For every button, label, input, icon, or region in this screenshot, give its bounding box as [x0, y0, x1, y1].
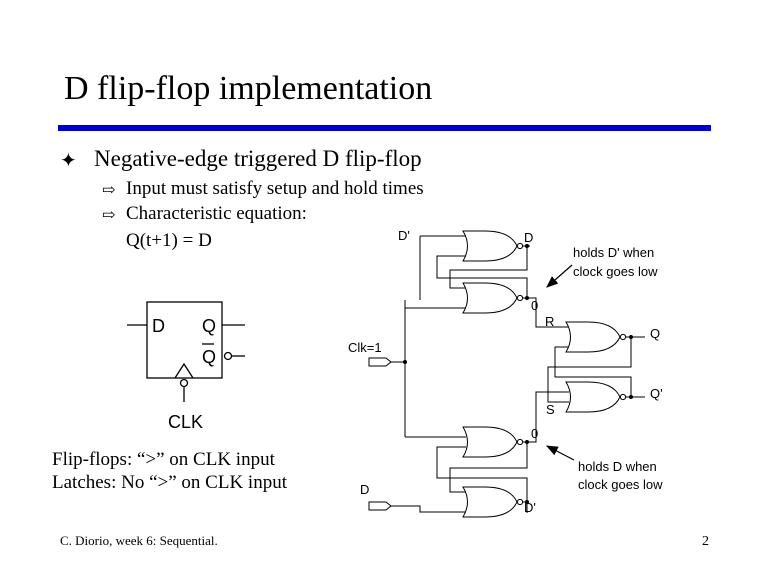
- characteristic-equation: Q(t+1) = D: [126, 230, 212, 251]
- dff-d-label: D: [152, 316, 165, 336]
- nor-gate-2: [462, 282, 518, 314]
- dff-symbol: [127, 301, 245, 402]
- clock-triangle-icon: [174, 362, 194, 379]
- note-top-line1: holds D' when: [573, 245, 654, 260]
- sub-bullet-arrow-icon: ⇨: [102, 207, 116, 224]
- bullet-star-icon: ✦: [60, 150, 77, 172]
- dff-box: [146, 301, 223, 379]
- clk-bubble: [179, 378, 189, 388]
- arrow-top-note: [546, 264, 573, 288]
- note-bottom-line2: clock goes low: [578, 477, 663, 492]
- dff-qbar-label: Q: [202, 347, 216, 367]
- slide-title: D flip-flop implementation: [64, 70, 433, 107]
- nor-gate-3: [565, 321, 621, 353]
- arrow-bottom-note: [545, 445, 575, 461]
- nor-gate-4: [565, 381, 621, 413]
- nor-gate-5: [462, 426, 518, 458]
- label-s: S: [546, 402, 555, 417]
- label-d-input: D: [360, 482, 369, 497]
- label-r: R: [545, 314, 554, 329]
- label-d-prime-bottom: D': [524, 500, 536, 515]
- label-q-out: Q: [650, 326, 660, 341]
- title-divider: [58, 125, 711, 131]
- sub-bullet-setup-hold: Input must satisfy setup and hold times: [126, 178, 424, 199]
- note-bottom-line1: holds D when: [578, 459, 657, 474]
- nor-gate-1: [462, 230, 518, 262]
- note-flipflops: Flip-flops: “>” on CLK input: [52, 449, 275, 470]
- sub-bullet-arrow-icon: ⇨: [102, 182, 116, 199]
- dff-clk-label: CLK: [168, 412, 203, 432]
- footer: C. Diorio, week 6: Sequential.: [60, 533, 218, 548]
- label-clk-input: Clk=1: [348, 340, 382, 355]
- junction-dots: [403, 244, 633, 504]
- note-latches: Latches: No “>” on CLK input: [52, 472, 287, 493]
- label-d-prime-top: D': [398, 228, 410, 243]
- label-q-prime-out: Q': [650, 386, 663, 401]
- nor-gate-6: [462, 486, 518, 518]
- label-d-top: D: [524, 230, 533, 245]
- dff-q-label: Q: [202, 316, 216, 336]
- bullet-main: Negative-edge triggered D flip-flop: [94, 146, 422, 171]
- notes: Flip-flops: “>” on CLK input Latches: No…: [52, 448, 287, 494]
- label-zero-bottom: 0: [531, 426, 538, 441]
- label-zero-top: 0: [531, 298, 538, 313]
- qbar-bubble: [223, 351, 233, 361]
- annotation-arrows: [545, 264, 575, 461]
- sub-bullet-characteristic: Characteristic equation:: [126, 203, 307, 224]
- note-top-line2: clock goes low: [573, 264, 658, 279]
- page-number: 2: [702, 534, 709, 549]
